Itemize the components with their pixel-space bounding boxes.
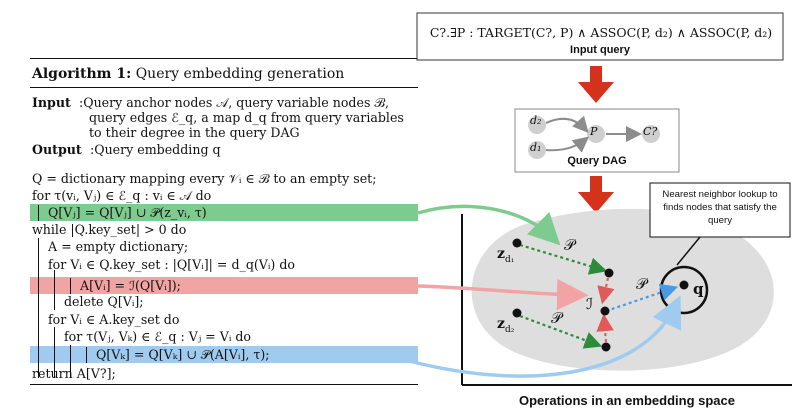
block-line — [54, 270, 55, 310]
algo-line: Q = dictionary mapping every 𝒱ᵢ ∈ ℬ to a… — [32, 171, 377, 186]
algo-output-row: Output — [32, 142, 82, 157]
algo-output-label: Output — [32, 142, 82, 157]
algo-line: for τ(Vⱼ, Vₖ) ∈ ℰ_q : Vⱼ = Vᵢ do — [64, 329, 251, 344]
point-p2 — [601, 342, 611, 352]
callout-line — [676, 236, 701, 266]
projection-path — [519, 314, 603, 349]
dag-node-p — [587, 125, 605, 143]
point-p1 — [604, 268, 614, 278]
label-q: q — [693, 280, 704, 298]
query-formula: C?.∃P : TARGET(C?, P) ∧ ASSOC(P, d₂) ∧ A… — [429, 25, 773, 40]
algo-title-text: Query embedding generation — [135, 66, 345, 82]
embedding-blob — [471, 208, 774, 371]
algo-input-line: to their degree in the query DAG — [89, 125, 300, 140]
query-dag-label: Query DAG — [567, 155, 627, 167]
input-query-label: Input query — [570, 44, 630, 56]
label-zd1-sub: d₁ — [504, 254, 515, 265]
dag-label-d2: d₂ — [530, 114, 542, 127]
point-zd2 — [512, 308, 522, 318]
label-projection-1: 𝒫 — [564, 236, 575, 254]
algo-line: for Vᵢ ∈ Q.key_set : |Q[Vᵢ]| = d_q(Vᵢ) d… — [48, 257, 295, 272]
dag-label-p: P — [590, 125, 598, 138]
algo-line: return A[V?]; — [32, 366, 116, 381]
input-query-box — [416, 12, 784, 61]
red-link-arrow — [417, 278, 589, 311]
intersection-path — [596, 313, 614, 343]
green-band — [30, 204, 418, 221]
dag-edge — [545, 115, 589, 133]
dag-node-d1 — [528, 141, 546, 159]
block-line — [70, 278, 71, 294]
algo-title-label: Algorithm 1: — [32, 66, 132, 82]
algo-line: while |Q.key_set| > 0 do — [32, 222, 187, 237]
dag-edge — [545, 136, 590, 153]
dag-label-d1: d₁ — [530, 141, 542, 154]
red-band — [30, 277, 418, 294]
big-red-arrow — [578, 66, 614, 103]
intersection-path — [597, 277, 615, 305]
projection-path — [519, 243, 608, 275]
algo-title-rule — [30, 87, 418, 88]
algo-line: Q[Vⱼ] = Q[Vⱼ] ∪ 𝒫(z_vᵢ, τ) — [48, 205, 207, 220]
dag-node-d2 — [528, 116, 546, 134]
label-projection-3: 𝒫 — [636, 275, 647, 293]
algo-top-rule — [30, 58, 418, 60]
algo-line: for τ(vᵢ, Vⱼ) ∈ ℰ_q : vᵢ ∈ 𝒜 do — [32, 188, 212, 203]
block-line — [38, 238, 39, 378]
algo-input-line: query edges ℰ_q, a map d_q from query va… — [89, 110, 404, 125]
blue-band — [30, 346, 418, 363]
point-intersection — [600, 306, 610, 316]
label-zd2-sub: d₂ — [504, 324, 515, 335]
embedding-caption: Operations in an embedding space — [519, 393, 735, 408]
label-intersection: ℐ — [586, 295, 594, 313]
callout-text: Nearest neighbor lookup to finds nodes t… — [662, 189, 778, 226]
block-line — [54, 327, 55, 378]
dag-label-c: C? — [643, 125, 658, 138]
algo-input-label: Input — [32, 95, 71, 110]
label-zd2: zd₂ — [497, 316, 514, 335]
point-zd1 — [512, 238, 522, 248]
algo-line: delete Q[Vᵢ]; — [64, 294, 144, 309]
green-link-arrow — [417, 204, 561, 246]
algo-line: for Vᵢ ∈ A.key_set do — [48, 312, 180, 327]
block-line — [70, 345, 71, 378]
big-red-arrow — [578, 176, 614, 213]
blue-link-arrow — [397, 295, 682, 378]
algo-input-row: Input — [32, 95, 71, 110]
algo-input-line: :Query anchor nodes 𝒜, query variable no… — [79, 95, 389, 110]
algo-line: A = empty dictionary; — [48, 239, 189, 254]
label-zd2-main: z — [497, 316, 505, 332]
algo-line: Q[Vₖ] = Q[Vₖ] ∪ 𝒫(A[Vᵢ], τ); — [96, 347, 270, 362]
block-line — [38, 205, 39, 221]
algo-output-text: :Query embedding q — [90, 142, 221, 157]
label-zd1-main: z — [497, 246, 505, 262]
algo-title: Algorithm 1: Query embedding generation — [32, 67, 344, 82]
label-zd1: zd₁ — [497, 246, 514, 265]
label-projection-2: 𝒫 — [551, 309, 562, 327]
point-q — [679, 280, 689, 290]
dag-node-c — [642, 125, 660, 143]
algo-bottom-rule — [30, 384, 418, 385]
algo-line: A[Vᵢ] = ℐ(Q[Vᵢ]); — [80, 278, 181, 293]
callout-box — [649, 182, 791, 238]
block-line — [86, 347, 87, 363]
